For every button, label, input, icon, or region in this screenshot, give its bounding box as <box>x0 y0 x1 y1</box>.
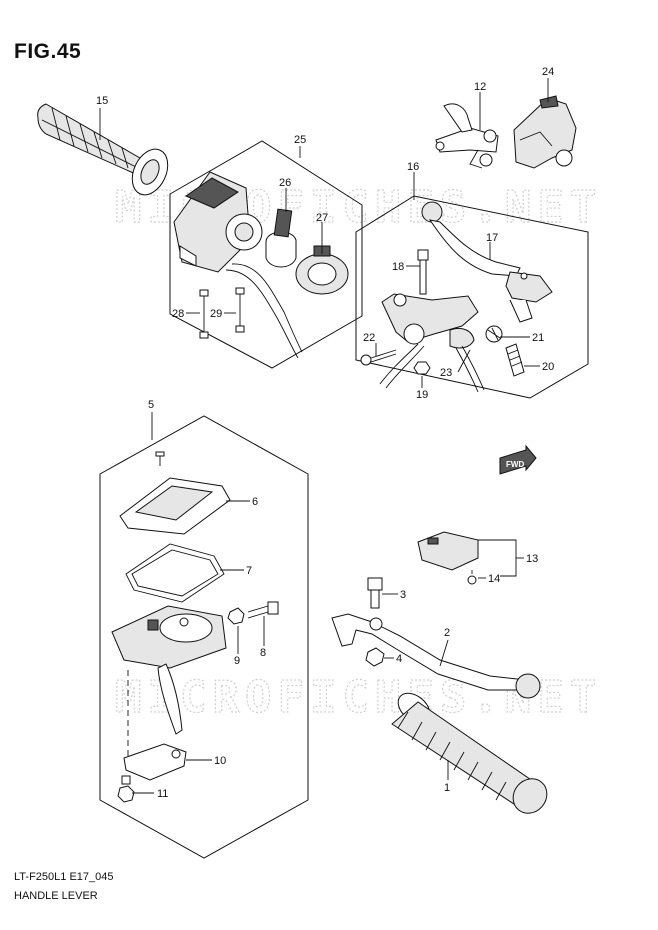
callout-5: 5 <box>148 399 154 411</box>
grip-right-part <box>391 692 548 814</box>
figure-caption: HANDLE LEVER <box>14 890 98 902</box>
nut-part-4 <box>365 647 385 667</box>
frame-switch-assy <box>169 140 363 369</box>
fwd-arrow: FWD <box>499 444 537 475</box>
callout-22: 22 <box>363 332 375 344</box>
nut-part-11 <box>117 775 135 803</box>
brake-lever-part-17 <box>421 201 553 323</box>
figure-title: FIG.45 <box>14 40 82 63</box>
callout-27: 27 <box>316 212 328 224</box>
master-cylinder-part <box>111 605 227 760</box>
callout-26: 26 <box>279 177 291 189</box>
nut-part-19 <box>413 361 431 375</box>
screw-top-5 <box>155 451 165 466</box>
fwd-label: FWD <box>506 460 524 469</box>
callout-29: 29 <box>210 308 222 320</box>
lever-holder-assy <box>379 293 503 393</box>
callout-4: 4 <box>396 653 402 665</box>
callout-13: 13 <box>526 553 538 565</box>
callout-7: 7 <box>246 565 252 577</box>
callout-28: 28 <box>172 308 184 320</box>
bolt-part-18 <box>417 249 429 295</box>
callout-2: 2 <box>444 627 450 639</box>
callout-16: 16 <box>407 161 419 173</box>
screw-part-14 <box>467 570 477 585</box>
callout-11: 11 <box>157 788 168 800</box>
bolt-part-3 <box>367 577 383 609</box>
screw-part-20 <box>505 343 525 377</box>
callout-17: 17 <box>486 232 498 244</box>
callout-23: 23 <box>440 367 452 379</box>
callout-10: 10 <box>214 755 226 767</box>
bolt-part-8 <box>247 601 279 619</box>
boot-part-10 <box>123 743 187 781</box>
lever-part-2 <box>331 613 541 699</box>
callout-labels: 15 25 26 27 28 29 12 24 16 17 18 21 22 2… <box>96 66 554 800</box>
callout-9: 9 <box>234 655 240 667</box>
callout-19: 19 <box>416 389 428 401</box>
bracket-part-12 <box>435 103 499 169</box>
callout-18: 18 <box>392 261 404 273</box>
callout-20: 20 <box>542 361 554 373</box>
leader-lines <box>99 78 549 794</box>
switch-part-13 <box>417 531 479 571</box>
callout-6: 6 <box>252 496 258 508</box>
callout-21: 21 <box>532 332 544 344</box>
callout-1: 1 <box>444 782 450 794</box>
callout-8: 8 <box>260 647 266 659</box>
screws-28-29 <box>199 287 245 339</box>
gasket-part-7 <box>125 543 225 603</box>
callout-24: 24 <box>542 66 554 78</box>
bolt-part-22 <box>360 349 397 366</box>
cover-part-6 <box>119 477 231 535</box>
holder-part-24 <box>513 95 577 169</box>
callout-3: 3 <box>400 589 406 601</box>
nut-part-9 <box>227 607 245 625</box>
callout-14: 14 <box>488 573 500 585</box>
callout-15: 15 <box>96 95 108 107</box>
frame-lever-holder <box>99 415 309 859</box>
switch-assy-part <box>173 171 303 359</box>
callout-25: 25 <box>294 134 306 146</box>
grip-left-part <box>37 103 169 196</box>
figure-code: LT-F250L1 E17_045 <box>14 871 114 883</box>
callout-12: 12 <box>474 81 486 93</box>
switch-cover-part-26 <box>265 208 297 268</box>
